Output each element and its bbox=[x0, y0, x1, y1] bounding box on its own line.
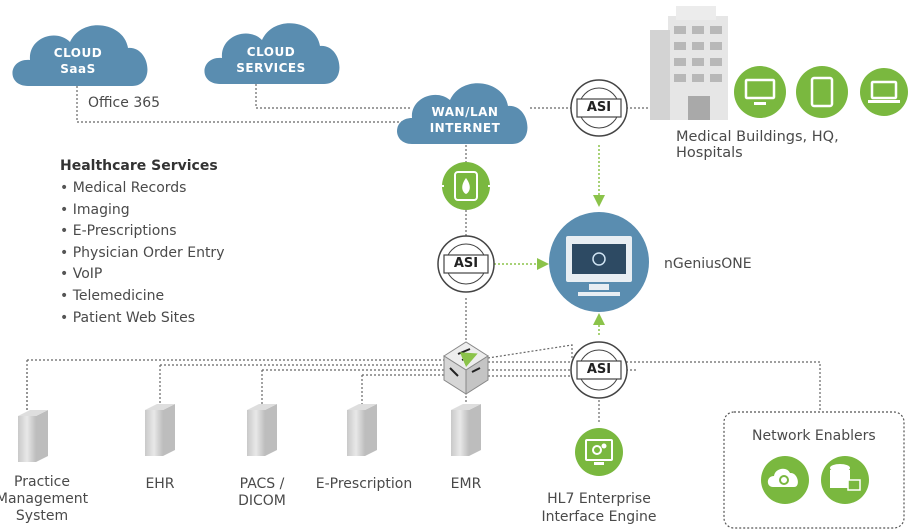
service-item: E-Prescriptions bbox=[60, 221, 224, 243]
ngeniusone-monitor-icon bbox=[549, 212, 649, 312]
cloud-services-line1: CLOUD bbox=[246, 45, 296, 59]
asi-badge-middle bbox=[437, 235, 495, 293]
server-pacs-icon bbox=[247, 404, 277, 456]
server-emr-icon bbox=[451, 404, 481, 456]
cloud-saas-line2: SaaS bbox=[60, 62, 96, 76]
asi-badge-top bbox=[570, 79, 628, 137]
service-item: Medical Records bbox=[60, 178, 224, 200]
cloud-wan-label: WAN/LAN INTERNET bbox=[418, 104, 512, 136]
hl7-label-line1: HL7 Enterprise bbox=[547, 491, 651, 507]
cloud-saas-label: CLOUD SaaS bbox=[42, 45, 114, 77]
asi-badge-top-text: ASI bbox=[586, 100, 612, 115]
cloud-sync-icon bbox=[761, 456, 809, 504]
hl7-label: HL7 Enterprise Interface Engine bbox=[534, 490, 664, 526]
server-pacs-line1: PACS / bbox=[239, 476, 285, 492]
hl7-label-line2: Interface Engine bbox=[541, 509, 657, 525]
network-enablers-box bbox=[723, 411, 905, 529]
asi-badge-bottom-text: ASI bbox=[586, 362, 612, 377]
desktop-device-icon bbox=[734, 66, 786, 118]
cloud-services-label: CLOUD SERVICES bbox=[226, 44, 316, 76]
network-switch-icon bbox=[443, 342, 489, 395]
service-item: Telemedicine bbox=[60, 286, 224, 308]
server-ehr-label: EHR bbox=[145, 476, 175, 492]
medical-buildings-label: Medical Buildings, HQ, Hospitals bbox=[676, 129, 839, 161]
office365-label: Office 365 bbox=[88, 95, 161, 111]
server-practice-label: Practice Management System bbox=[0, 474, 92, 525]
service-item: VoIP bbox=[60, 264, 224, 286]
server-practice-line3: System bbox=[15, 508, 69, 524]
server-eprescription-label: E-Prescription bbox=[315, 476, 413, 492]
laptop-device-icon bbox=[860, 68, 908, 116]
healthcare-services-title: Healthcare Services bbox=[60, 158, 218, 174]
server-emr-label: EMR bbox=[450, 476, 482, 492]
service-item: Physician Order Entry bbox=[60, 243, 225, 265]
server-practice-line2: Management bbox=[0, 491, 89, 507]
data-flow-arrows bbox=[490, 145, 605, 335]
cloud-wan-lan bbox=[397, 83, 528, 144]
server-pacs-label: PACS / DICOM bbox=[232, 476, 292, 510]
asi-badge-bottom bbox=[570, 341, 628, 399]
service-item: Patient Web Sites bbox=[60, 308, 224, 330]
connector-lines bbox=[26, 84, 821, 424]
network-enablers-label: Network Enablers bbox=[752, 428, 876, 444]
building-icon bbox=[650, 6, 728, 120]
server-practice-icon bbox=[18, 410, 48, 462]
server-ehr-icon bbox=[145, 404, 175, 456]
server-pacs-line2: DICOM bbox=[238, 493, 286, 509]
server-practice-line1: Practice bbox=[14, 474, 70, 490]
healthcare-services-list: Healthcare Services Medical Records Imag… bbox=[60, 158, 224, 329]
service-item: Imaging bbox=[60, 200, 224, 222]
server-eprescription-icon bbox=[347, 404, 377, 456]
ngeniusone-label: nGeniusONE bbox=[664, 256, 752, 272]
tablet-device-icon bbox=[796, 66, 848, 118]
asi-badge-middle-text: ASI bbox=[453, 256, 479, 271]
firewall-icon bbox=[440, 162, 492, 210]
cloud-wan-line2: INTERNET bbox=[429, 121, 501, 135]
cloud-saas-line1: CLOUD bbox=[53, 46, 103, 60]
hl7-engine-icon bbox=[575, 428, 623, 476]
cloud-services-line2: SERVICES bbox=[236, 61, 306, 75]
cloud-services bbox=[204, 23, 340, 84]
cloud-saas bbox=[12, 25, 148, 86]
secure-database-icon bbox=[821, 456, 869, 504]
cloud-wan-line1: WAN/LAN bbox=[431, 105, 499, 119]
